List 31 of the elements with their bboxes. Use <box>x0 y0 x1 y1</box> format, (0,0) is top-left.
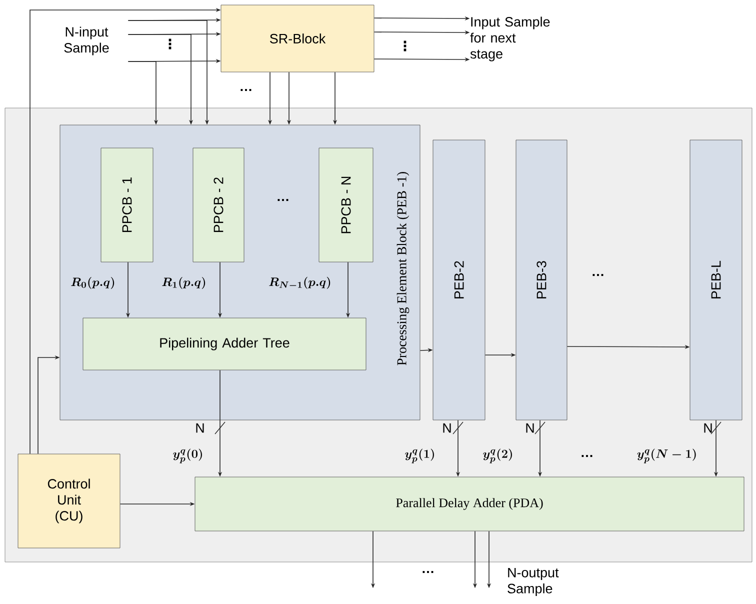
input-text: N-input Sample <box>64 26 109 56</box>
dots: … <box>278 199 288 201</box>
edge-label: $R_{N-1}(p.q)$ <box>269 276 330 289</box>
ppcb-box: PPCB - N <box>318 148 374 262</box>
bus-width-label: N <box>526 423 534 433</box>
output-text: Input Sample for next stage <box>470 16 550 62</box>
edge-label: $y_{p}^{q}(1)$ <box>405 448 434 464</box>
ppcb-box: PPCB - 1 <box>100 148 154 262</box>
control-unit-box: Control Unit (CU) <box>18 454 120 548</box>
dots: … <box>582 455 592 457</box>
dots: ⋮ <box>168 38 172 50</box>
dots: … <box>240 89 252 91</box>
edge-label: $y_{p}^{q}(2)$ <box>483 448 512 464</box>
dots: ⋮ <box>404 40 406 52</box>
output-text: N-output Sample <box>508 568 559 596</box>
edge-label: $y_{p}^{q}(N-1)$ <box>637 448 696 464</box>
processing-block: PEB-L <box>690 140 742 420</box>
adder-tree-box: Pipelining Adder Tree <box>82 318 366 370</box>
bus-width-label: N <box>443 423 451 433</box>
delay-adder-box: Parallel Delay Adder (PDA) <box>194 476 744 532</box>
bus-width-label: N <box>196 423 204 433</box>
dots: … <box>592 274 604 276</box>
edge-label: $y_{p}^{q}(0)$ <box>173 448 202 464</box>
ppcb-box: PPCB - 2 <box>192 148 244 262</box>
dots: … <box>422 571 434 573</box>
bus-width-label: N <box>704 423 712 433</box>
processing-block: PEB-3 <box>516 140 568 420</box>
edge-label: $R_{1}(p.q)$ <box>162 277 206 289</box>
sr-block-box: SR-Block <box>220 4 374 72</box>
edge-label: $R_{0}(p.q)$ <box>71 277 114 289</box>
processing-block: PEB-2 <box>432 140 486 420</box>
